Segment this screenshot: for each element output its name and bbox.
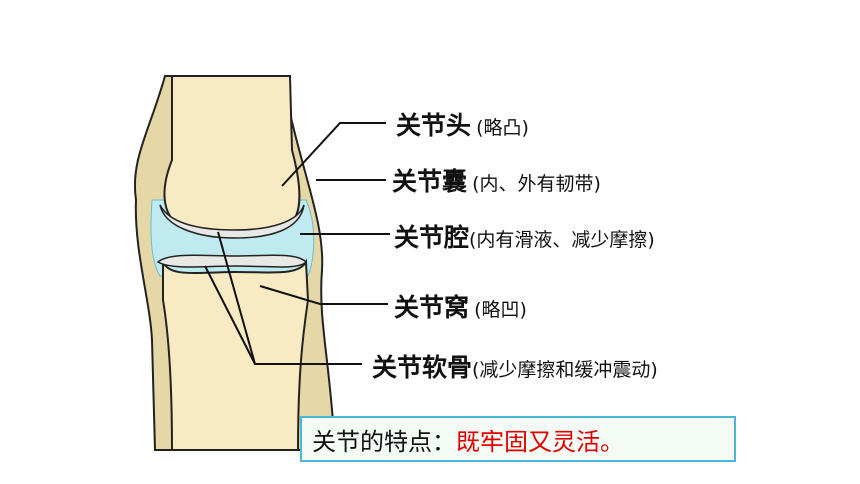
leader-line-joint-head — [281, 122, 386, 187]
joint-head-bone — [163, 75, 301, 236]
summary-highlight: 既牢固又灵活。 — [456, 427, 624, 456]
label-term: 关节头 — [396, 111, 472, 140]
label-term: 关节囊 — [392, 167, 468, 196]
label-joint-capsule: 关节囊 (内、外有韧带) — [392, 162, 601, 198]
joint-socket-bone — [162, 258, 310, 451]
label-joint-socket: 关节窝 (略凹) — [394, 288, 527, 324]
label-articular-cartilage: 关节软骨(减少摩擦和缓冲震动) — [372, 348, 658, 384]
lower-cartilage — [156, 254, 308, 268]
summary-box: 关节的特点：既牢固又灵活。 — [300, 416, 736, 462]
label-desc: (内有滑液、减少摩擦) — [469, 229, 655, 251]
label-term: 关节软骨 — [372, 353, 473, 382]
label-desc: (减少摩擦和缓冲震动) — [472, 359, 658, 381]
upper-cartilage — [159, 204, 305, 239]
label-joint-head: 关节头 (略凸) — [396, 106, 529, 142]
label-desc: (内、外有韧带) — [472, 173, 601, 195]
leader-line-joint-socket — [259, 285, 388, 305]
label-term: 关节腔 — [394, 223, 470, 252]
summary-prefix: 关节的特点： — [312, 427, 456, 456]
label-joint-cavity: 关节腔(内有滑液、减少摩擦) — [394, 218, 655, 254]
leader-line-cartilage-lower — [204, 265, 256, 365]
label-desc: (略凹) — [474, 299, 527, 321]
label-term: 关节窝 — [394, 293, 470, 322]
label-desc: (略凸) — [476, 117, 529, 139]
